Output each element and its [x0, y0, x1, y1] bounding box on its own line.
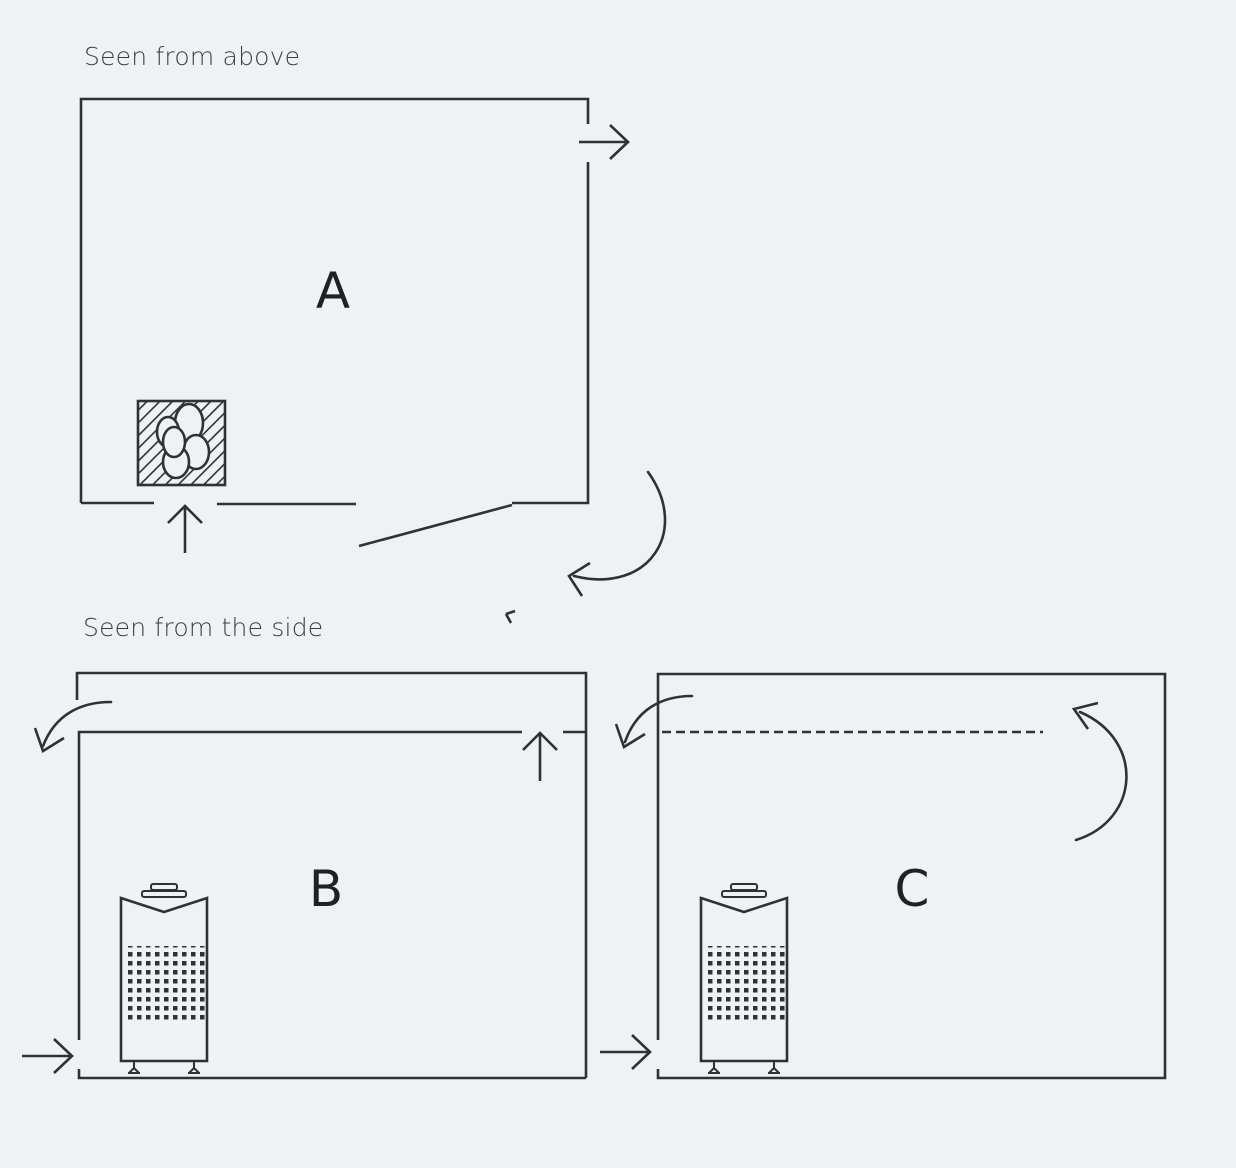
room-c-circulation-arrow-icon — [1071, 701, 1128, 842]
room-b-label: B — [309, 860, 343, 918]
room-c-ceiling-exhaust-arrow-icon — [614, 694, 694, 749]
room-c-label: C — [895, 860, 930, 918]
intake-arrow-icon — [167, 504, 203, 553]
room-c-walls — [656, 672, 1167, 1080]
top-view-caption: Seen from above — [84, 42, 301, 71]
door-swing-arrow-icon — [567, 470, 667, 597]
room-c-intake-arrow-icon — [600, 1034, 652, 1070]
room-b-sauna-heater-side-view-icon — [119, 882, 209, 1075]
room-b-ceiling-exhaust-arrow-icon — [33, 700, 113, 753]
exhaust-arrow-icon — [579, 124, 630, 160]
sauna-heater-top-view-icon — [136, 399, 227, 487]
stray-mark — [504, 609, 516, 624]
room-a-walls — [79, 97, 590, 548]
side-view-caption: Seen from the side — [83, 613, 324, 642]
room-b-walls — [75, 671, 588, 1080]
room-c-sauna-heater-side-view-icon — [699, 882, 789, 1075]
room-a-label: A — [316, 262, 350, 320]
room-b-intake-arrow-icon — [22, 1038, 74, 1074]
room-b-rising-arrow-icon — [522, 731, 558, 781]
